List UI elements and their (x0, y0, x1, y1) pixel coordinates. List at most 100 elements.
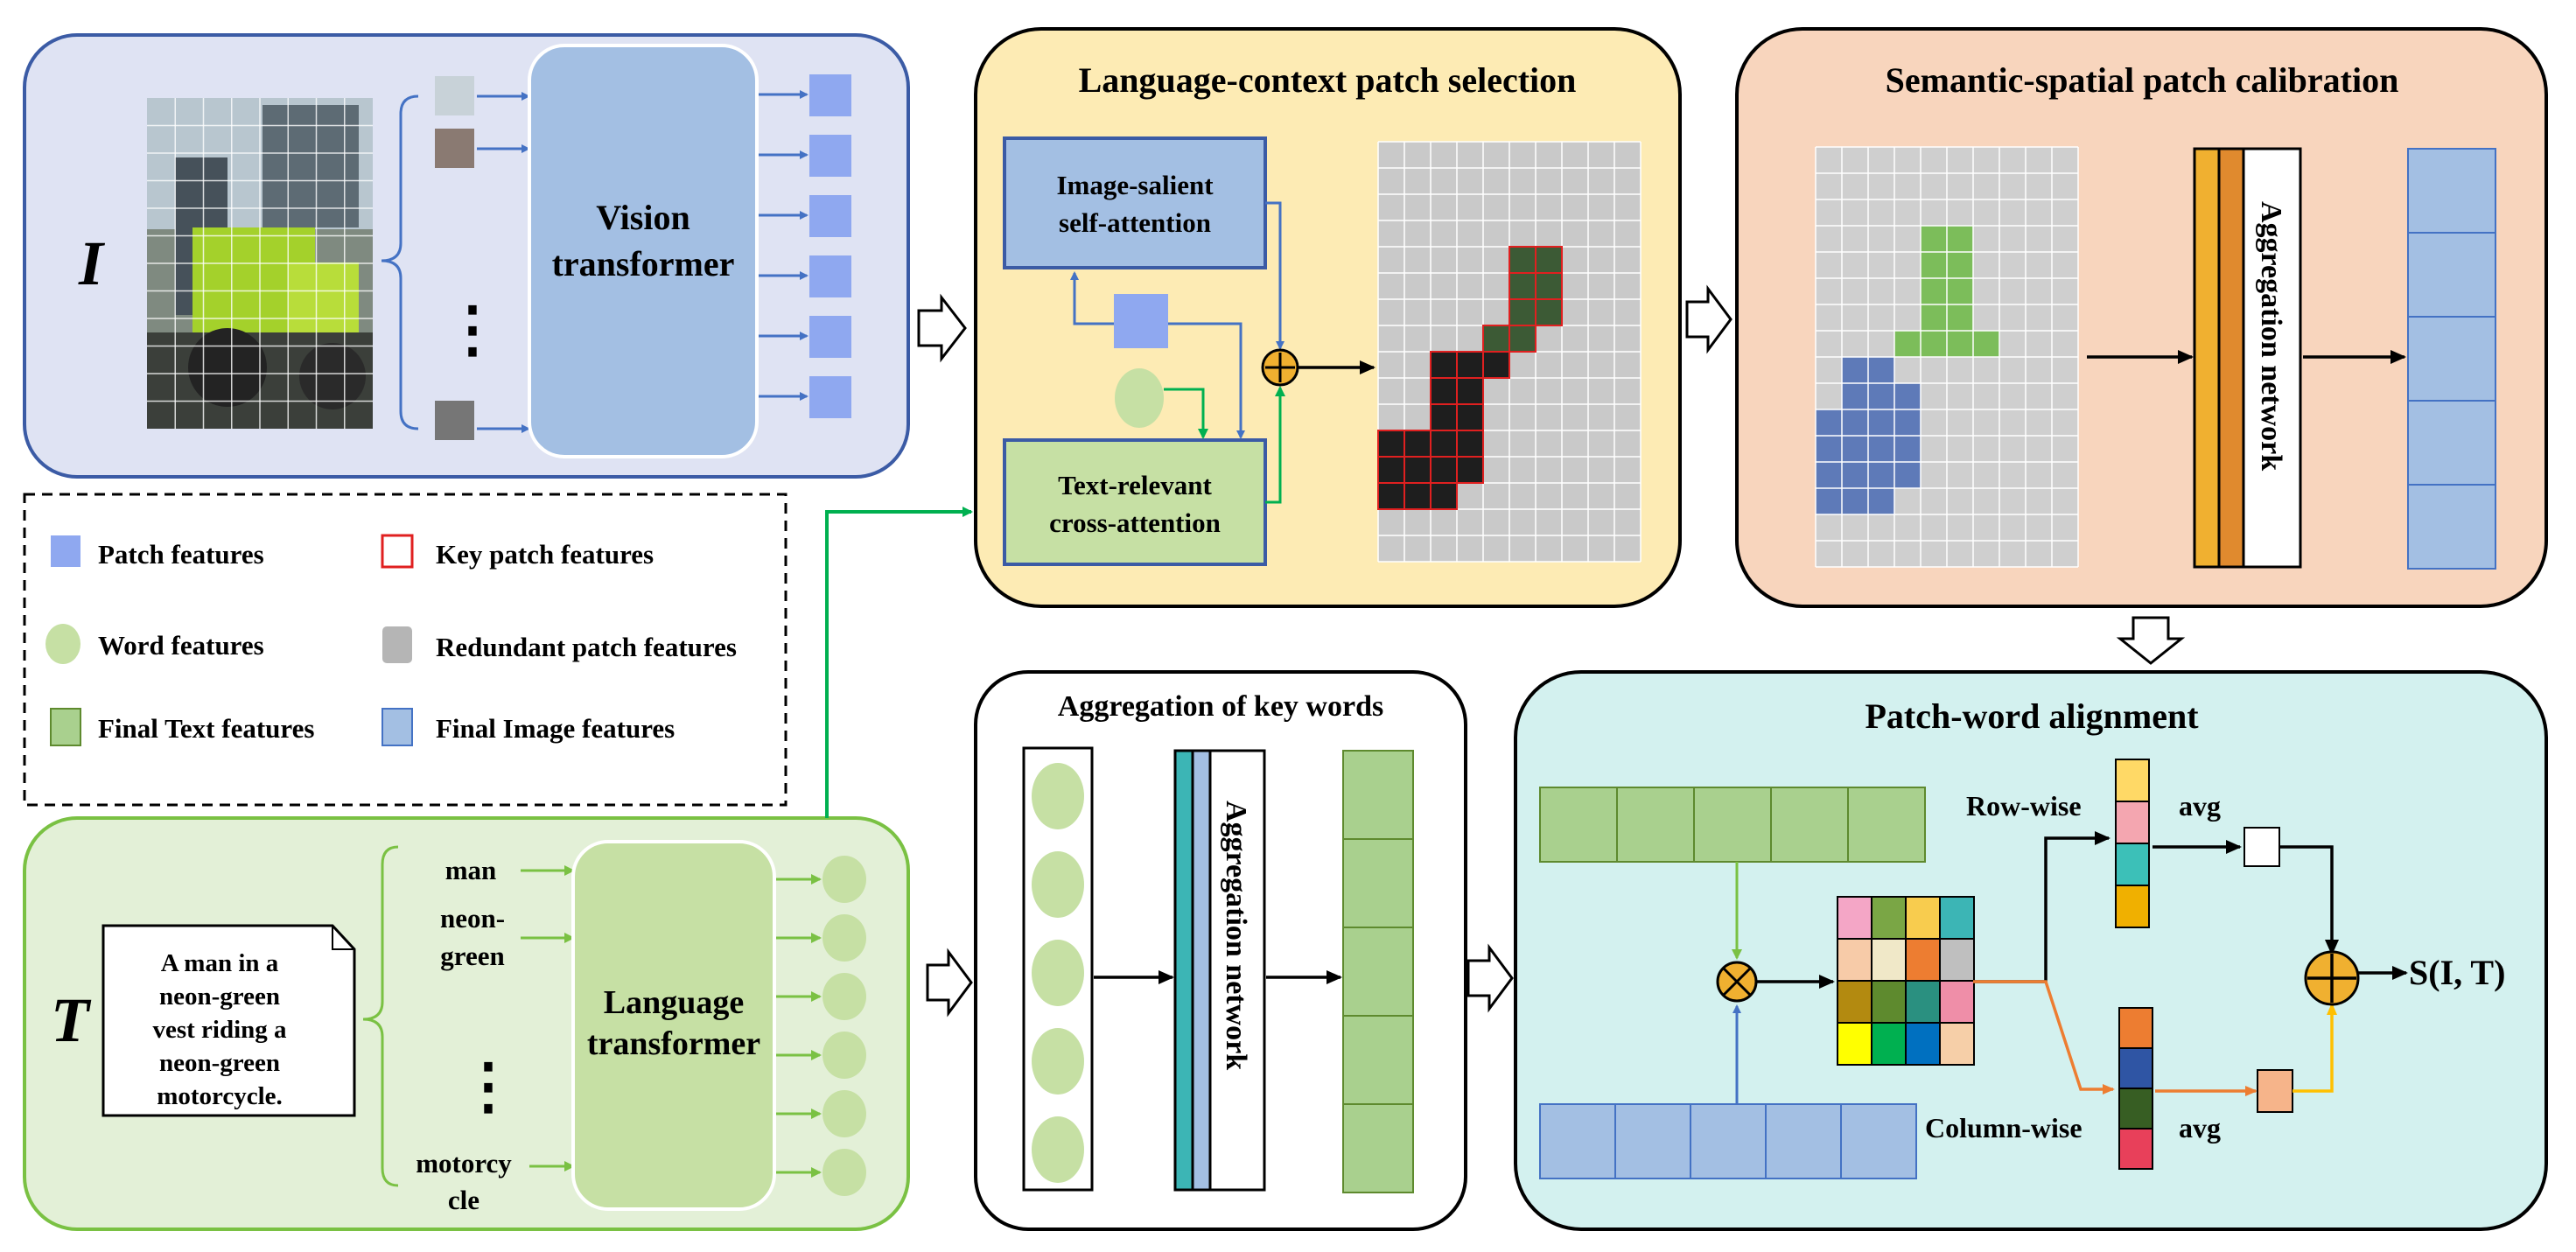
column-avg-to-sum-arrow (2292, 1003, 2337, 1093)
flow-arrow-selection-to-calibration (1685, 284, 1732, 354)
key-patch-fill (1404, 457, 1431, 483)
row-avg-feature (2244, 827, 2280, 867)
similarity-cell (1905, 1022, 1941, 1066)
spatial-patch (1842, 409, 1868, 436)
similarity-cell (1837, 896, 1872, 940)
spatial-patch (1842, 488, 1868, 514)
semantic-patch (1947, 331, 1973, 357)
vision-transformer-label-2: transformer (552, 244, 735, 283)
key-word-feature (1032, 1028, 1084, 1095)
calibration-aggregation-box (2242, 147, 2302, 569)
key-word-feature (1032, 763, 1084, 829)
key-patch-outline (1508, 325, 1536, 353)
aligned-text-features (1539, 787, 1926, 863)
self-attention-box (1003, 136, 1267, 269)
cross-attention-label-2: cross-attention (1049, 507, 1221, 538)
key-patch-fill (1509, 247, 1536, 273)
semantic-patch (1921, 331, 1947, 357)
final-image-features (2407, 148, 2496, 570)
spatial-patch (1868, 383, 1894, 409)
key-word-feature (1032, 851, 1084, 918)
selected-patch-grid (1377, 141, 1642, 563)
caption-line-1: A man in a (161, 949, 279, 977)
image-feature-cell (1690, 1103, 1767, 1179)
calibrated-patch-grid (1815, 146, 2079, 568)
spatial-patch (1842, 357, 1868, 383)
row-avg-label: avg (2179, 790, 2221, 822)
similarity-cell (1837, 1022, 1872, 1066)
key-patch-fill (1431, 457, 1457, 483)
key-word-features (1032, 763, 1084, 1183)
vision-transformer-box (528, 44, 759, 458)
output-word-feature (822, 973, 866, 1020)
matrix-to-column-arrow (1973, 980, 2115, 1095)
spatial-patch (1894, 383, 1921, 409)
key-patch-outline (1535, 298, 1563, 326)
spatial-patch (1816, 409, 1842, 436)
key-patch-fill (1431, 378, 1457, 404)
semantic-patch (1947, 278, 1973, 304)
calibration-aggregation-label: Aggregation network (2255, 201, 2287, 471)
language-transformer-label-2: transformer (587, 1025, 760, 1062)
legend-final-text-swatch (50, 708, 81, 746)
output-patch-feature (809, 376, 851, 418)
spatial-patch (1868, 357, 1894, 383)
key-patch-fill (1509, 299, 1536, 325)
semantic-patch (1947, 226, 1973, 252)
image-feature-cell (1840, 1103, 1917, 1179)
spatial-patch (1816, 488, 1842, 514)
similarity-cell (1837, 980, 1872, 1024)
selection-title: Language-context patch selection (1079, 60, 1577, 100)
key-patch-fill (1457, 457, 1483, 483)
similarity-cell (1939, 1022, 1975, 1066)
self-attention-label-1: Image-salient (1056, 170, 1214, 200)
text-feature-cell (1342, 1015, 1414, 1105)
caption-line-3: vest riding a (152, 1016, 287, 1044)
key-word-feature (1032, 1116, 1084, 1183)
cross-attention-label-1: Text-relevant (1058, 470, 1212, 500)
similarity-cell (1871, 896, 1907, 940)
row-vector-cell (2115, 759, 2150, 802)
column-wise-label: Column-wise (1925, 1112, 2082, 1144)
text-symbol: T (51, 985, 92, 1055)
selection-word-feature (1115, 368, 1164, 428)
key-patch-outline (1456, 456, 1484, 484)
spatial-patch (1816, 436, 1842, 462)
image-feature-cell (1614, 1103, 1691, 1179)
spatial-patch (1816, 462, 1842, 488)
key-patch-fill (1536, 273, 1562, 299)
similarity-matrix (1837, 896, 1975, 1066)
output-patch-feature (809, 135, 851, 177)
word-motorcycle-2: cle (448, 1185, 480, 1215)
keywords-aggregation-bar-2 (1191, 749, 1212, 1192)
key-word-feature (1032, 940, 1084, 1006)
similarity-cell (1871, 1022, 1907, 1066)
text-feature-cell (1342, 750, 1414, 840)
row-wise-vector (2115, 759, 2150, 928)
flow-arrow-keywords-to-alignment (1466, 943, 1514, 1013)
key-patch-fill (1536, 299, 1562, 325)
similarity-cell (1905, 896, 1941, 940)
row-wise-label: Row-wise (1966, 790, 2082, 822)
calibration-aggregation-bar-2 (2217, 147, 2245, 569)
text-feature-cell (1693, 787, 1772, 863)
key-patch-fill (1378, 457, 1404, 483)
semantic-patch (1973, 331, 1999, 357)
row-avg-to-sum-arrow (2279, 845, 2339, 955)
semantic-patch (1921, 252, 1947, 278)
column-vector-cell (2118, 1007, 2153, 1049)
cross-attention-box (1003, 438, 1267, 566)
output-word-feature (822, 1090, 866, 1137)
similarity-cell (1871, 980, 1907, 1024)
column-vector-cell (2118, 1047, 2153, 1089)
semantic-patch (1894, 331, 1921, 357)
text-feature-cell (1342, 927, 1414, 1017)
legend-final-text-label: Final Text features (98, 713, 314, 744)
spatial-patch (1842, 436, 1868, 462)
output-word-feature (822, 1032, 866, 1079)
output-word-feature (822, 856, 866, 903)
key-patch-fill (1457, 404, 1483, 430)
caption-note (102, 924, 356, 1117)
image-feature-cell (2407, 400, 2496, 486)
legend-final-image-label: Final Image features (436, 713, 675, 744)
